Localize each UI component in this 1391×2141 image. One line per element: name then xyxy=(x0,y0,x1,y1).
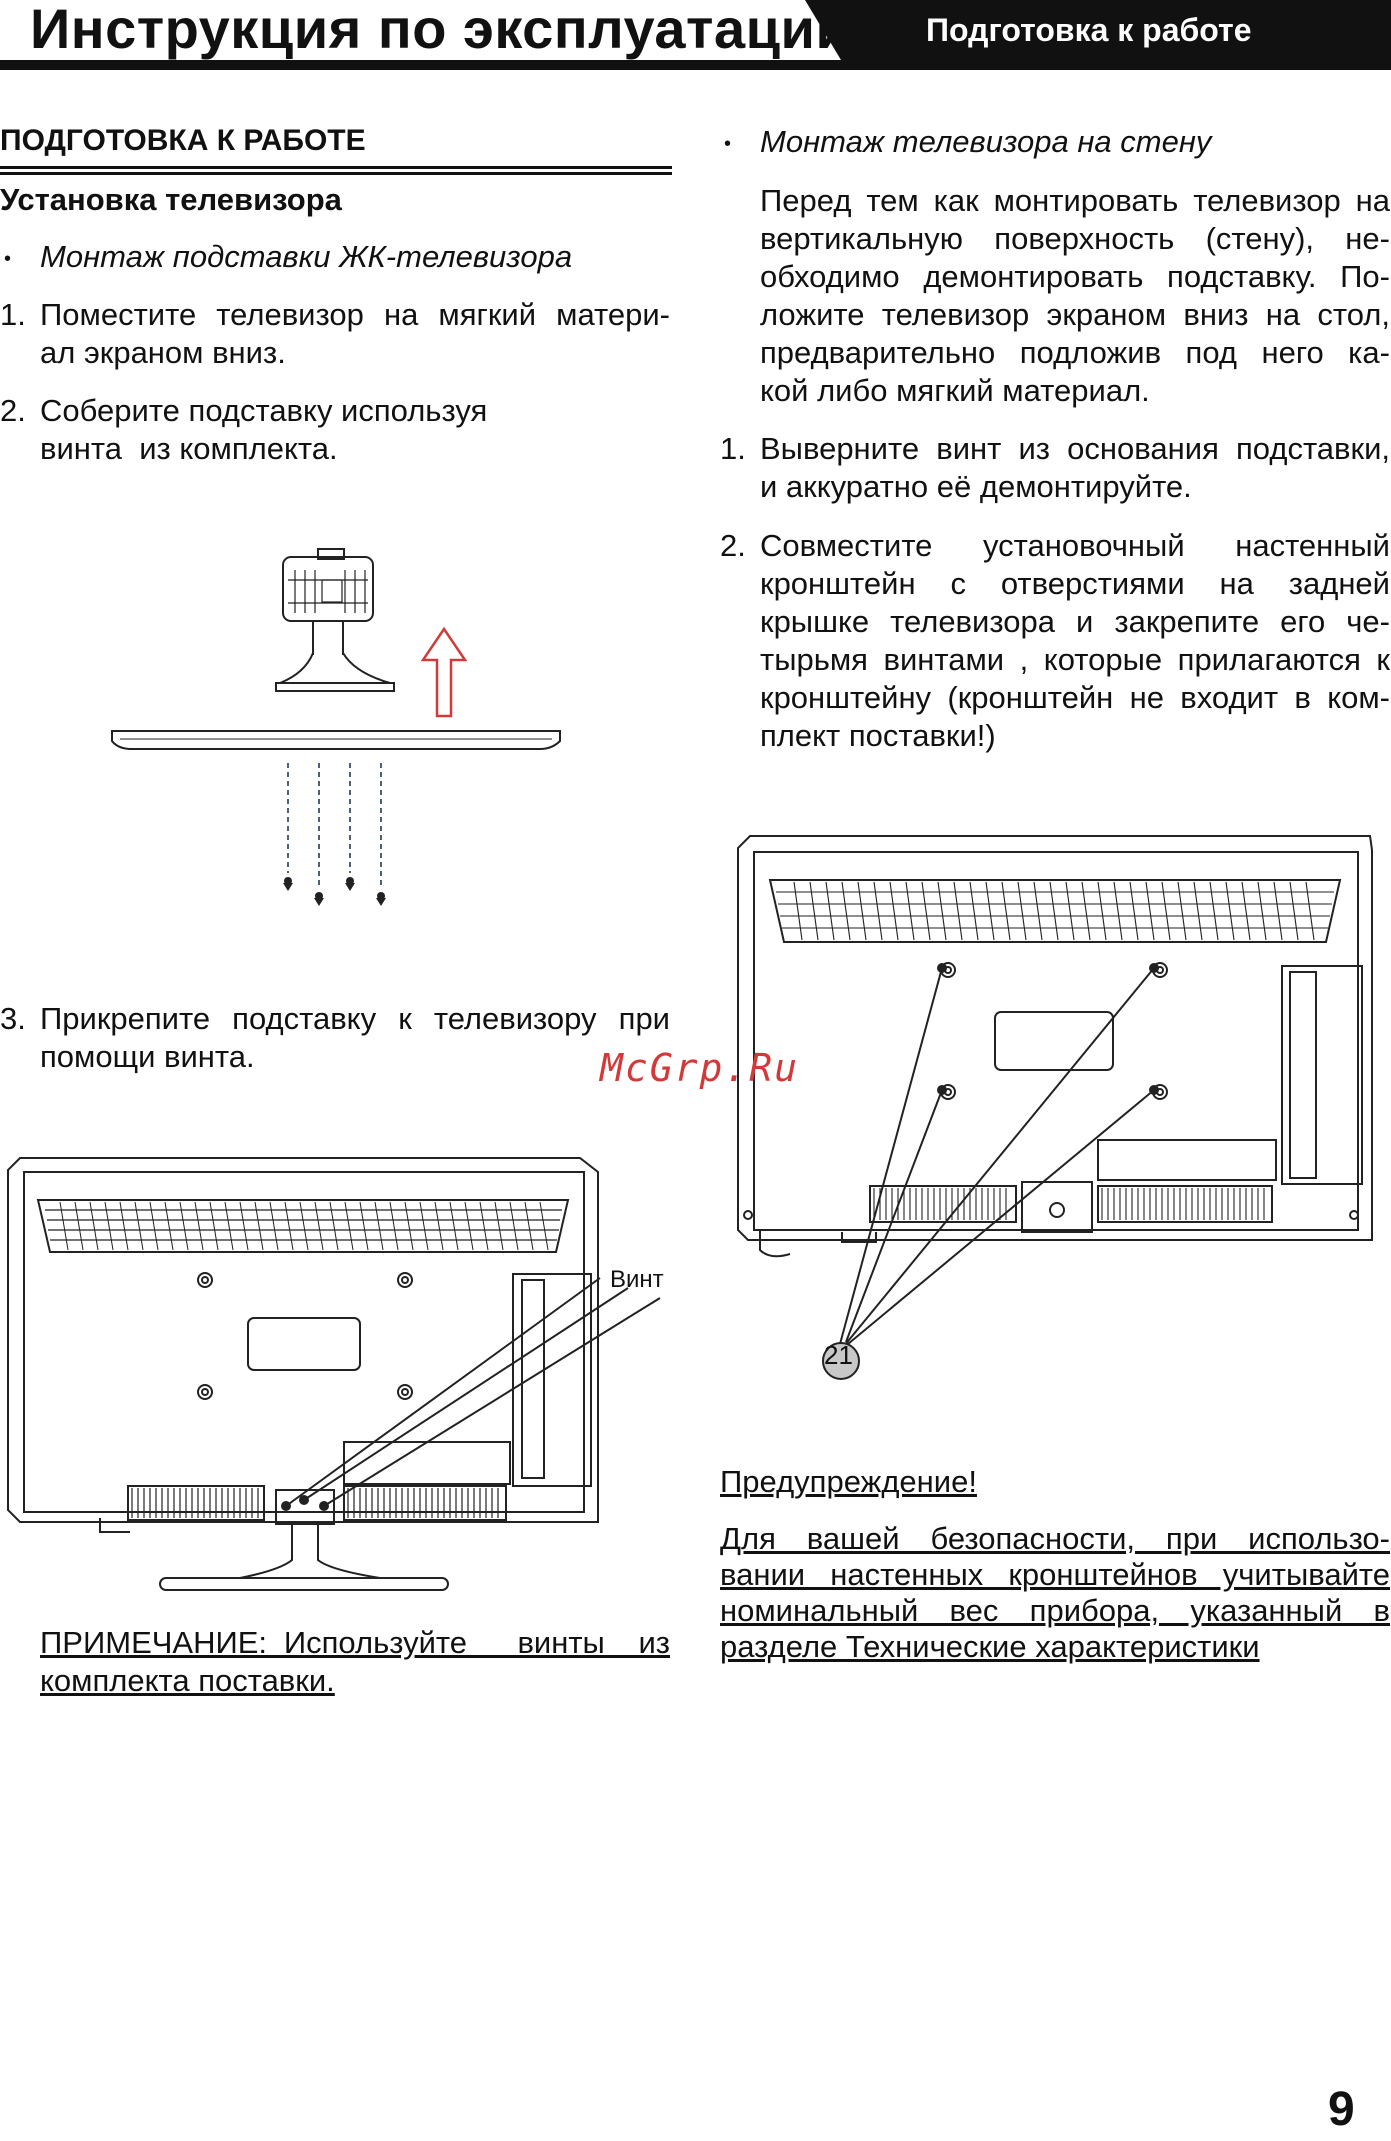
watermark: McGrp.Ru xyxy=(600,1046,800,1090)
step-number: 2. xyxy=(0,393,26,428)
left-step3-line1: Прикрепите подставку к телевизору при xyxy=(40,1001,670,1036)
step-number: 3. xyxy=(0,1001,26,1036)
page-number: 9 xyxy=(1328,2083,1355,2136)
right-step1-line1: Выверните винт из основания подставки, xyxy=(760,431,1390,466)
right-step1-line2: и аккуратно её демонтируйте. xyxy=(760,469,1192,504)
right-step2-line4: тырьмя винтами , которые прилагаются к xyxy=(760,642,1390,677)
left-bullet-stand-mount: Монтаж подставки ЖК-телевизора xyxy=(40,239,573,274)
left-step2-line1: Соберите подставку используя xyxy=(40,393,488,428)
warning-title: Предупреждение! xyxy=(720,1464,977,1499)
section-title: ПОДГОТОВКА К РАБОТЕ xyxy=(0,124,672,169)
left-note-line1: ПРИМЕЧАНИЕ: Используйте винты из xyxy=(40,1625,670,1660)
warning-line2: вании настенных кронштейнов учитывайте xyxy=(720,1557,1390,1592)
right-intro-line2: вертикальную поверхность (стену), не- xyxy=(760,221,1390,256)
right-step2-line5: кронштейну (кронштейн не входит в ком- xyxy=(760,680,1390,715)
left-note-line2: комплекта поставки. xyxy=(40,1663,335,1698)
warning-line4: разделе Технические характеристики xyxy=(720,1629,1260,1664)
section-tab-label: Подготовка к работе xyxy=(926,12,1252,48)
section-rule xyxy=(0,172,672,175)
right-intro-line1: Перед тем как монтировать телевизор на xyxy=(760,183,1390,218)
right-bullet-wall-mount: Монтаж телевизора на стену xyxy=(760,124,1212,159)
left-step1-line2: ал экраном вниз. xyxy=(40,335,286,370)
warning-line3: номинальный вес прибора, указанный в xyxy=(720,1593,1390,1628)
callout-circle xyxy=(822,1342,860,1380)
right-intro-line5: предварительно подложив под него ка- xyxy=(760,335,1390,370)
left-step1-line1: Поместите телевизор на мягкий матери- xyxy=(40,297,670,332)
bullet-dot: • xyxy=(724,133,732,155)
right-step2-line2: кронштейн с отверстиями на задней xyxy=(760,566,1390,601)
wall-mount-diagram xyxy=(737,835,1373,1380)
header-rule xyxy=(0,60,1391,70)
left-step2-line2: винта из комплекта. xyxy=(40,431,338,466)
step-number: 1. xyxy=(0,297,26,332)
right-step2-line3: крышке телевизора и закрепите его че- xyxy=(760,604,1390,639)
right-intro-line3: обходимо демонтировать подставку. По- xyxy=(760,259,1390,294)
bullet-dot: • xyxy=(4,248,12,270)
subsection-title: Установка телевизора xyxy=(0,182,342,217)
right-step2-line6: плект поставки!) xyxy=(760,718,996,753)
right-intro-line6: кой либо мягкий материал. xyxy=(760,373,1150,408)
left-step3-line2: помощи винта. xyxy=(40,1039,255,1074)
page-title: Инструкция по эксплуатации xyxy=(30,0,851,60)
right-step2-line1: Совместите установочный настенный xyxy=(760,528,1390,563)
step-number: 1. xyxy=(720,431,746,466)
vent-hatching xyxy=(59,1201,549,1251)
section-tab-background xyxy=(805,0,1391,60)
screw-label: Винт xyxy=(610,1266,664,1293)
callout-number: 21 xyxy=(824,1340,853,1370)
tv-back-stand-diagram xyxy=(7,1157,661,1591)
stand-assembly-diagram xyxy=(111,548,561,906)
step-number: 2. xyxy=(720,528,746,563)
warning-line1: Для вашей безопасности, при использо- xyxy=(720,1521,1390,1556)
right-intro-line4: ложите телевизор экраном вниз на стол, xyxy=(760,297,1390,332)
